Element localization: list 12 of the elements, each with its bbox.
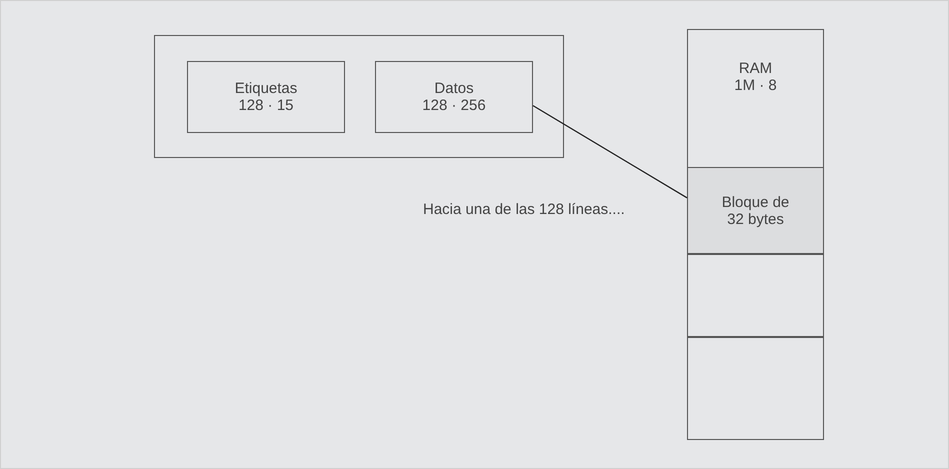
- box-label: Datos 128 · 256: [421, 80, 487, 114]
- note-text: Hacia una de las 128 líneas....: [423, 201, 625, 218]
- box-label: Bloque de 32 bytes: [720, 194, 790, 228]
- tag-box: [187, 61, 345, 133]
- connector-line: [532, 105, 688, 198]
- data-box: [375, 61, 533, 133]
- box-label: Etiquetas 128 · 15: [234, 80, 298, 114]
- cache-box: [154, 35, 564, 158]
- memory-block-cell: [687, 167, 824, 255]
- box-label: RAM 1M · 8: [733, 60, 778, 94]
- memory-cell: [687, 336, 824, 440]
- memory-cell: [687, 253, 824, 338]
